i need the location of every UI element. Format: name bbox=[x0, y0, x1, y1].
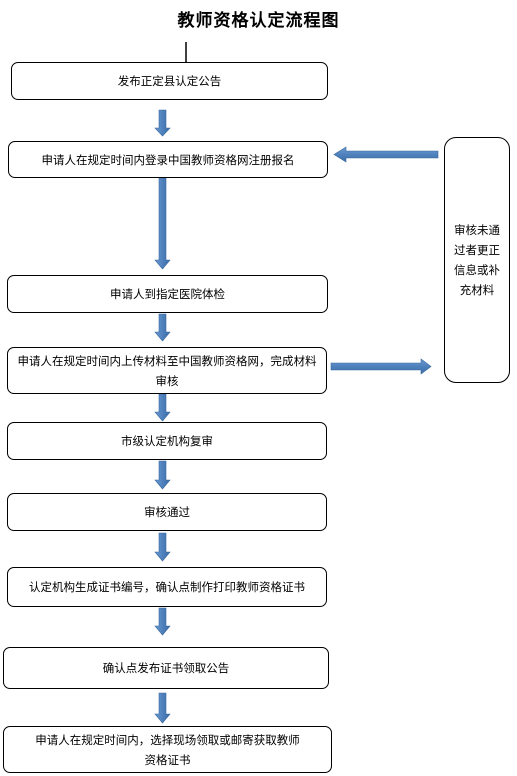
arrow-down-8 bbox=[154, 692, 171, 724]
step-city-review-label: 市级认定机构复审 bbox=[121, 434, 213, 448]
arrow-down-5 bbox=[154, 460, 171, 490]
arrow-down-3 bbox=[154, 313, 171, 342]
step-online-registration-label: 申请人在规定时间内登录中国教师资格网注册报名 bbox=[41, 152, 295, 167]
step-collect-certificate-label: 申请人在规定时间内，选择现场领取或邮寄获取教师资格证书 bbox=[35, 732, 300, 767]
step-city-review: 市级认定机构复审 bbox=[7, 422, 327, 460]
step-publish-notice: 发布正定县认定公告 bbox=[11, 62, 328, 100]
arrow-left-to-registration bbox=[333, 146, 439, 163]
step-publish-notice-label: 发布正定县认定公告 bbox=[117, 74, 222, 88]
step-medical-exam-label: 申请人到指定医院体检 bbox=[110, 287, 225, 301]
step-collect-certificate: 申请人在规定时间内，选择现场领取或邮寄获取教师资格证书 bbox=[3, 726, 332, 773]
step-pickup-notice-label: 确认点发布证书领取公告 bbox=[102, 661, 230, 675]
arrow-right-to-side-box bbox=[330, 358, 432, 375]
side-box-correction-label: 审核未通过者更正信息或补充材料 bbox=[453, 223, 500, 297]
arrow-down-7 bbox=[154, 607, 171, 636]
step-upload-materials: 申请人在规定时间内上传材料至中国教师资格网，完成材料审核 bbox=[7, 347, 327, 394]
step-approved: 审核通过 bbox=[7, 493, 327, 531]
step-generate-certificate-label: 认定机构生成证书编号，确认点制作打印教师资格证书 bbox=[29, 580, 305, 594]
step-medical-exam: 申请人到指定医院体检 bbox=[7, 275, 328, 313]
arrow-down-2 bbox=[154, 177, 171, 270]
arrow-down-4 bbox=[154, 393, 171, 422]
step-online-registration: 申请人在规定时间内登录中国教师资格网注册报名 bbox=[8, 141, 328, 178]
arrow-down-6 bbox=[154, 532, 171, 562]
diagram-title: 教师资格认定流程图 bbox=[177, 11, 340, 31]
step-upload-materials-label: 申请人在规定时间内上传材料至中国教师资格网，完成材料审核 bbox=[17, 353, 317, 388]
step-approved-label: 审核通过 bbox=[144, 505, 190, 519]
arrow-down-1 bbox=[154, 109, 171, 137]
side-box-correction: 审核未通过者更正信息或补充材料 bbox=[444, 137, 510, 383]
step-generate-certificate: 认定机构生成证书编号，确认点制作打印教师资格证书 bbox=[7, 567, 327, 607]
step-pickup-notice: 确认点发布证书领取公告 bbox=[3, 647, 329, 689]
